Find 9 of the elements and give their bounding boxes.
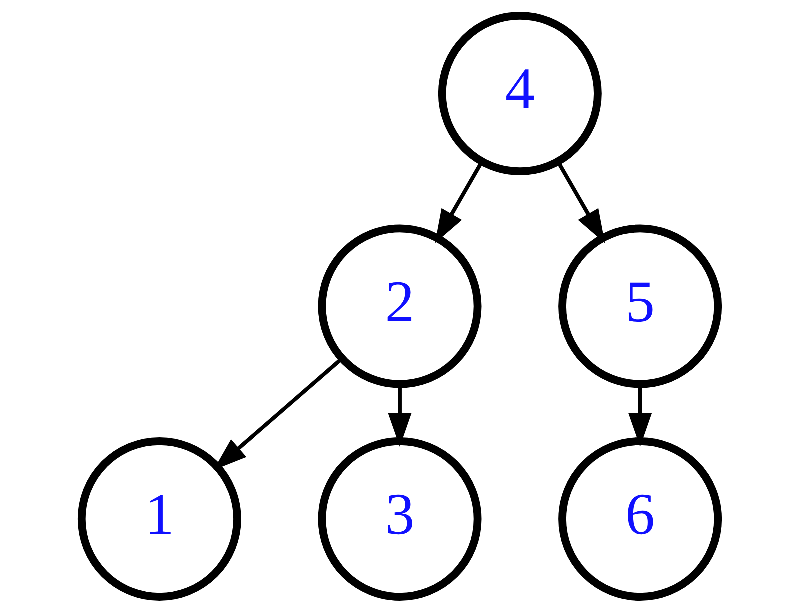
node-circle: 1 bbox=[78, 438, 242, 601]
node-circle: 5 bbox=[558, 224, 722, 388]
arrow bbox=[214, 358, 344, 470]
node-circle: 4 bbox=[438, 12, 602, 176]
arrow bbox=[388, 384, 412, 447]
node-circle: 2 bbox=[318, 224, 482, 388]
node-circle: 3 bbox=[318, 438, 482, 601]
arrow bbox=[628, 384, 652, 447]
node-circle: 6 bbox=[558, 438, 722, 601]
